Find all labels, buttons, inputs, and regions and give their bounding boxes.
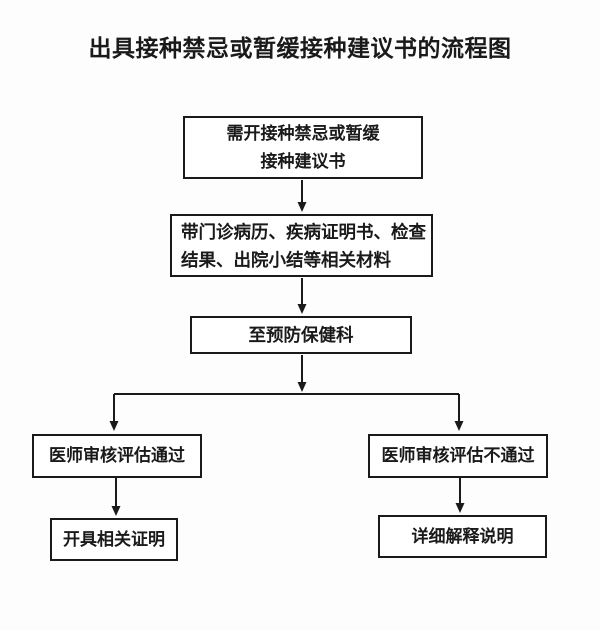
node-preventive-health-dept: 至预防保健科: [190, 316, 412, 354]
arrow-branch-to-pass: [109, 394, 119, 431]
node-review-passed: 医师审核评估通过: [32, 434, 202, 478]
arrow-pass-to-issue: [111, 478, 121, 516]
arrow-need-to-materials: [297, 180, 307, 212]
node-preventive-health-dept-label: 至预防保健科: [248, 325, 354, 345]
node-need-certificate-line1: 需开接种禁忌或暂缓: [226, 123, 380, 143]
node-review-not-passed-label: 医师审核评估不通过: [381, 446, 535, 465]
node-bring-materials: 带门诊病历、疾病证明书、检查 结果、出院小结等相关材料: [170, 214, 433, 277]
node-review-not-passed: 医师审核评估不通过: [368, 434, 548, 478]
node-bring-materials-line1: 带门诊病历、疾病证明书、检查: [181, 221, 426, 242]
page-title: 出具接种禁忌或暂缓接种建议书的流程图: [88, 35, 512, 61]
node-issue-certificate-label: 开具相关证明: [63, 529, 165, 549]
node-review-passed-label: 医师审核评估通过: [49, 446, 185, 465]
node-detailed-explanation: 详细解释说明: [378, 515, 547, 558]
node-detailed-explanation-label: 详细解释说明: [411, 526, 514, 546]
node-need-certificate: 需开接种禁忌或暂缓 接种建议书: [183, 116, 423, 179]
arrow-branch-to-fail: [454, 394, 464, 431]
node-bring-materials-line2: 结果、出院小结等相关材料: [181, 249, 391, 270]
arrow-fail-to-explain: [455, 478, 465, 513]
node-issue-certificate: 开具相关证明: [50, 518, 178, 561]
arrow-department-to-branch: [297, 355, 307, 392]
node-need-certificate-line2: 接种建议书: [260, 151, 346, 171]
arrow-materials-to-department: [297, 278, 307, 314]
